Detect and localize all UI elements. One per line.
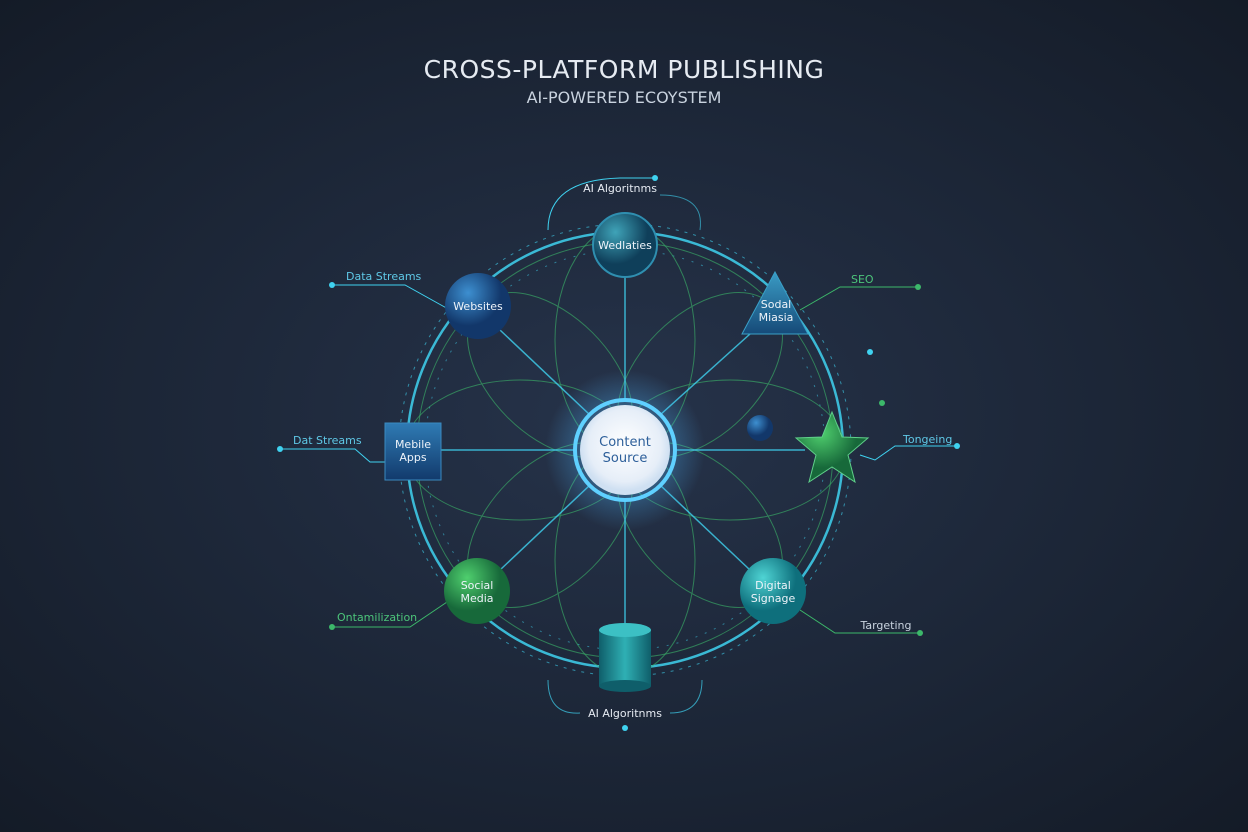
label-targeting: Targeting bbox=[859, 619, 911, 632]
leader-lines bbox=[280, 177, 957, 714]
label-tongeing: Tongeing bbox=[902, 433, 952, 446]
mobile-label-2: Apps bbox=[399, 451, 426, 464]
diagram-subtitle: AI-POWERED ECOYSTEM bbox=[526, 88, 722, 107]
node-digital-signage[interactable]: Digital Signage bbox=[740, 558, 806, 624]
label-ai-bottom: AI Algoritnms bbox=[588, 707, 662, 720]
label-ai-top: AI Algoritnms bbox=[583, 182, 657, 195]
node-social-triangle[interactable]: Sodal Miasia bbox=[741, 270, 809, 335]
triangle-label-1: Sodal bbox=[761, 298, 792, 311]
social-label-1: Social bbox=[461, 579, 494, 592]
signage-label-2: Signage bbox=[751, 592, 796, 605]
center-label-1: Content bbox=[599, 435, 651, 450]
mobile-label-1: Mebile bbox=[395, 438, 431, 451]
node-top-label: Wedlaties bbox=[598, 239, 652, 252]
star-node[interactable] bbox=[794, 410, 870, 484]
label-seo: SEO bbox=[851, 273, 874, 286]
label-data-streams: Data Streams bbox=[346, 270, 422, 283]
social-label-2: Media bbox=[460, 592, 493, 605]
node-mobile-apps[interactable]: Mebile Apps bbox=[384, 422, 442, 481]
signage-label-1: Digital bbox=[755, 579, 791, 592]
triangle-label-2: Miasia bbox=[759, 311, 794, 324]
node-top[interactable]: Wedlaties bbox=[592, 212, 658, 278]
content-source-node[interactable] bbox=[580, 405, 670, 495]
websites-label: Websites bbox=[453, 300, 503, 313]
node-social-media[interactable]: Social Media bbox=[444, 558, 510, 624]
label-ontamilization: Ontamilization bbox=[337, 611, 417, 624]
label-dat-streams: Dat Streams bbox=[293, 434, 362, 447]
center-label-2: Source bbox=[603, 451, 648, 466]
small-sphere bbox=[747, 415, 773, 441]
endpoint-dots bbox=[277, 175, 960, 731]
database-cylinder-icon[interactable] bbox=[599, 623, 651, 692]
diagram-title: CROSS-PLATFORM PUBLISHING bbox=[423, 55, 825, 84]
node-websites[interactable]: Websites bbox=[445, 273, 511, 339]
center-ring bbox=[573, 398, 677, 502]
